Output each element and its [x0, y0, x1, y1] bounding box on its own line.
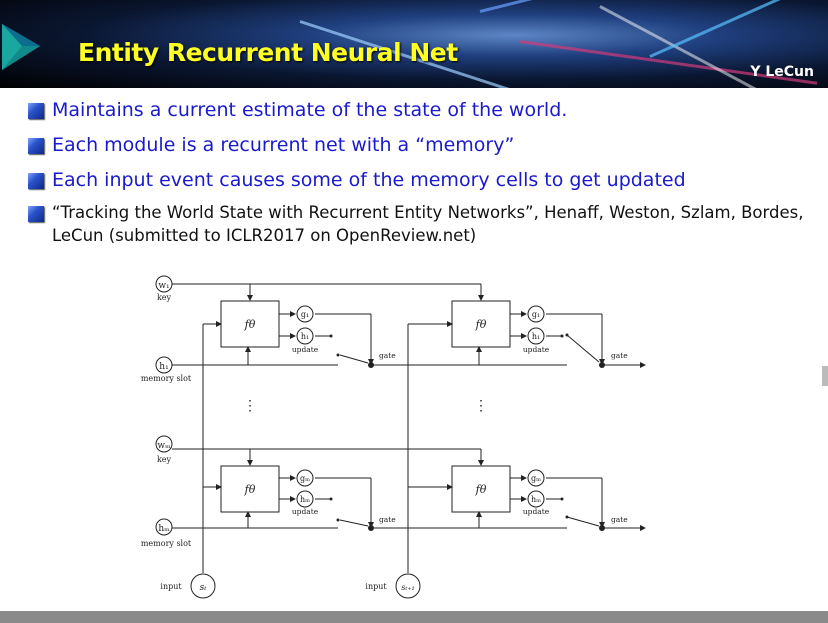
- input-label: input: [160, 582, 182, 591]
- memory-slot-label: memory slot: [141, 374, 192, 383]
- h-label: hₘ: [531, 495, 541, 504]
- bullet-square-icon: [28, 138, 44, 154]
- key-label: key: [157, 293, 172, 302]
- h-label: h₁: [301, 332, 309, 341]
- g-label: gₘ: [531, 474, 541, 483]
- memory-hm-label: hₘ: [158, 524, 170, 534]
- gate-label: gate: [611, 515, 628, 524]
- key-wm-label: wₘ: [157, 441, 171, 451]
- bullet-square-icon: [28, 103, 44, 119]
- bullet-text: “Tracking the World State with Recurrent…: [52, 203, 804, 245]
- f-theta-label: fθ: [244, 318, 256, 331]
- key-w1-label: w₁: [158, 281, 169, 291]
- bullet-item: Each input event causes some of the memo…: [28, 166, 818, 194]
- s-t1-label: sₜ₊₁: [401, 583, 415, 592]
- scrollbar-handle[interactable]: [822, 366, 828, 386]
- h-label: hₘ: [300, 495, 310, 504]
- entity-network-diagram: w₁ key h₁ memory slot wₘ key hₘ memory s…: [141, 275, 646, 599]
- bullet-text: Each input event causes some of the memo…: [52, 169, 686, 191]
- key-label: key: [157, 455, 172, 464]
- update-label: update: [523, 345, 550, 354]
- ellipsis-label: ⋮: [243, 398, 257, 414]
- f-theta-label: fθ: [475, 318, 487, 331]
- logo-icon: [2, 24, 40, 70]
- update-label: update: [292, 345, 319, 354]
- bullet-text: Maintains a current estimate of the stat…: [52, 99, 568, 121]
- bullet-item: Maintains a current estimate of the stat…: [28, 96, 818, 124]
- slide-header: Entity Recurrent Neural Net Y LeCun: [0, 0, 828, 88]
- ellipsis-label: ⋮: [474, 398, 488, 414]
- s-t-label: sₜ: [200, 583, 208, 593]
- slide-title: Entity Recurrent Neural Net: [78, 38, 458, 67]
- g-label: gₘ: [300, 474, 310, 483]
- gate-label: gate: [379, 351, 396, 360]
- bullet-item: Each module is a recurrent net with a “m…: [28, 131, 818, 159]
- author-label: Y LeCun: [750, 64, 814, 80]
- g-label: g₁: [532, 310, 540, 319]
- memory-h1-label: h₁: [159, 362, 168, 372]
- f-theta-label: fθ: [475, 483, 487, 496]
- f-theta-label: fθ: [244, 483, 256, 496]
- gate-label: gate: [379, 515, 396, 524]
- update-label: update: [523, 507, 550, 516]
- bullet-text: Each module is a recurrent net with a “m…: [52, 134, 515, 156]
- bullet-square-icon: [28, 206, 44, 222]
- bullet-square-icon: [28, 173, 44, 189]
- gate-label: gate: [611, 351, 628, 360]
- update-label: update: [292, 507, 319, 516]
- footer-bar: [0, 611, 828, 623]
- input-label: input: [365, 582, 387, 591]
- h-label: h₁: [532, 332, 540, 341]
- memory-slot-label: memory slot: [141, 539, 192, 548]
- g-label: g₁: [301, 310, 309, 319]
- bullet-item-reference: “Tracking the World State with Recurrent…: [28, 201, 818, 247]
- bullet-list: Maintains a current estimate of the stat…: [28, 96, 818, 247]
